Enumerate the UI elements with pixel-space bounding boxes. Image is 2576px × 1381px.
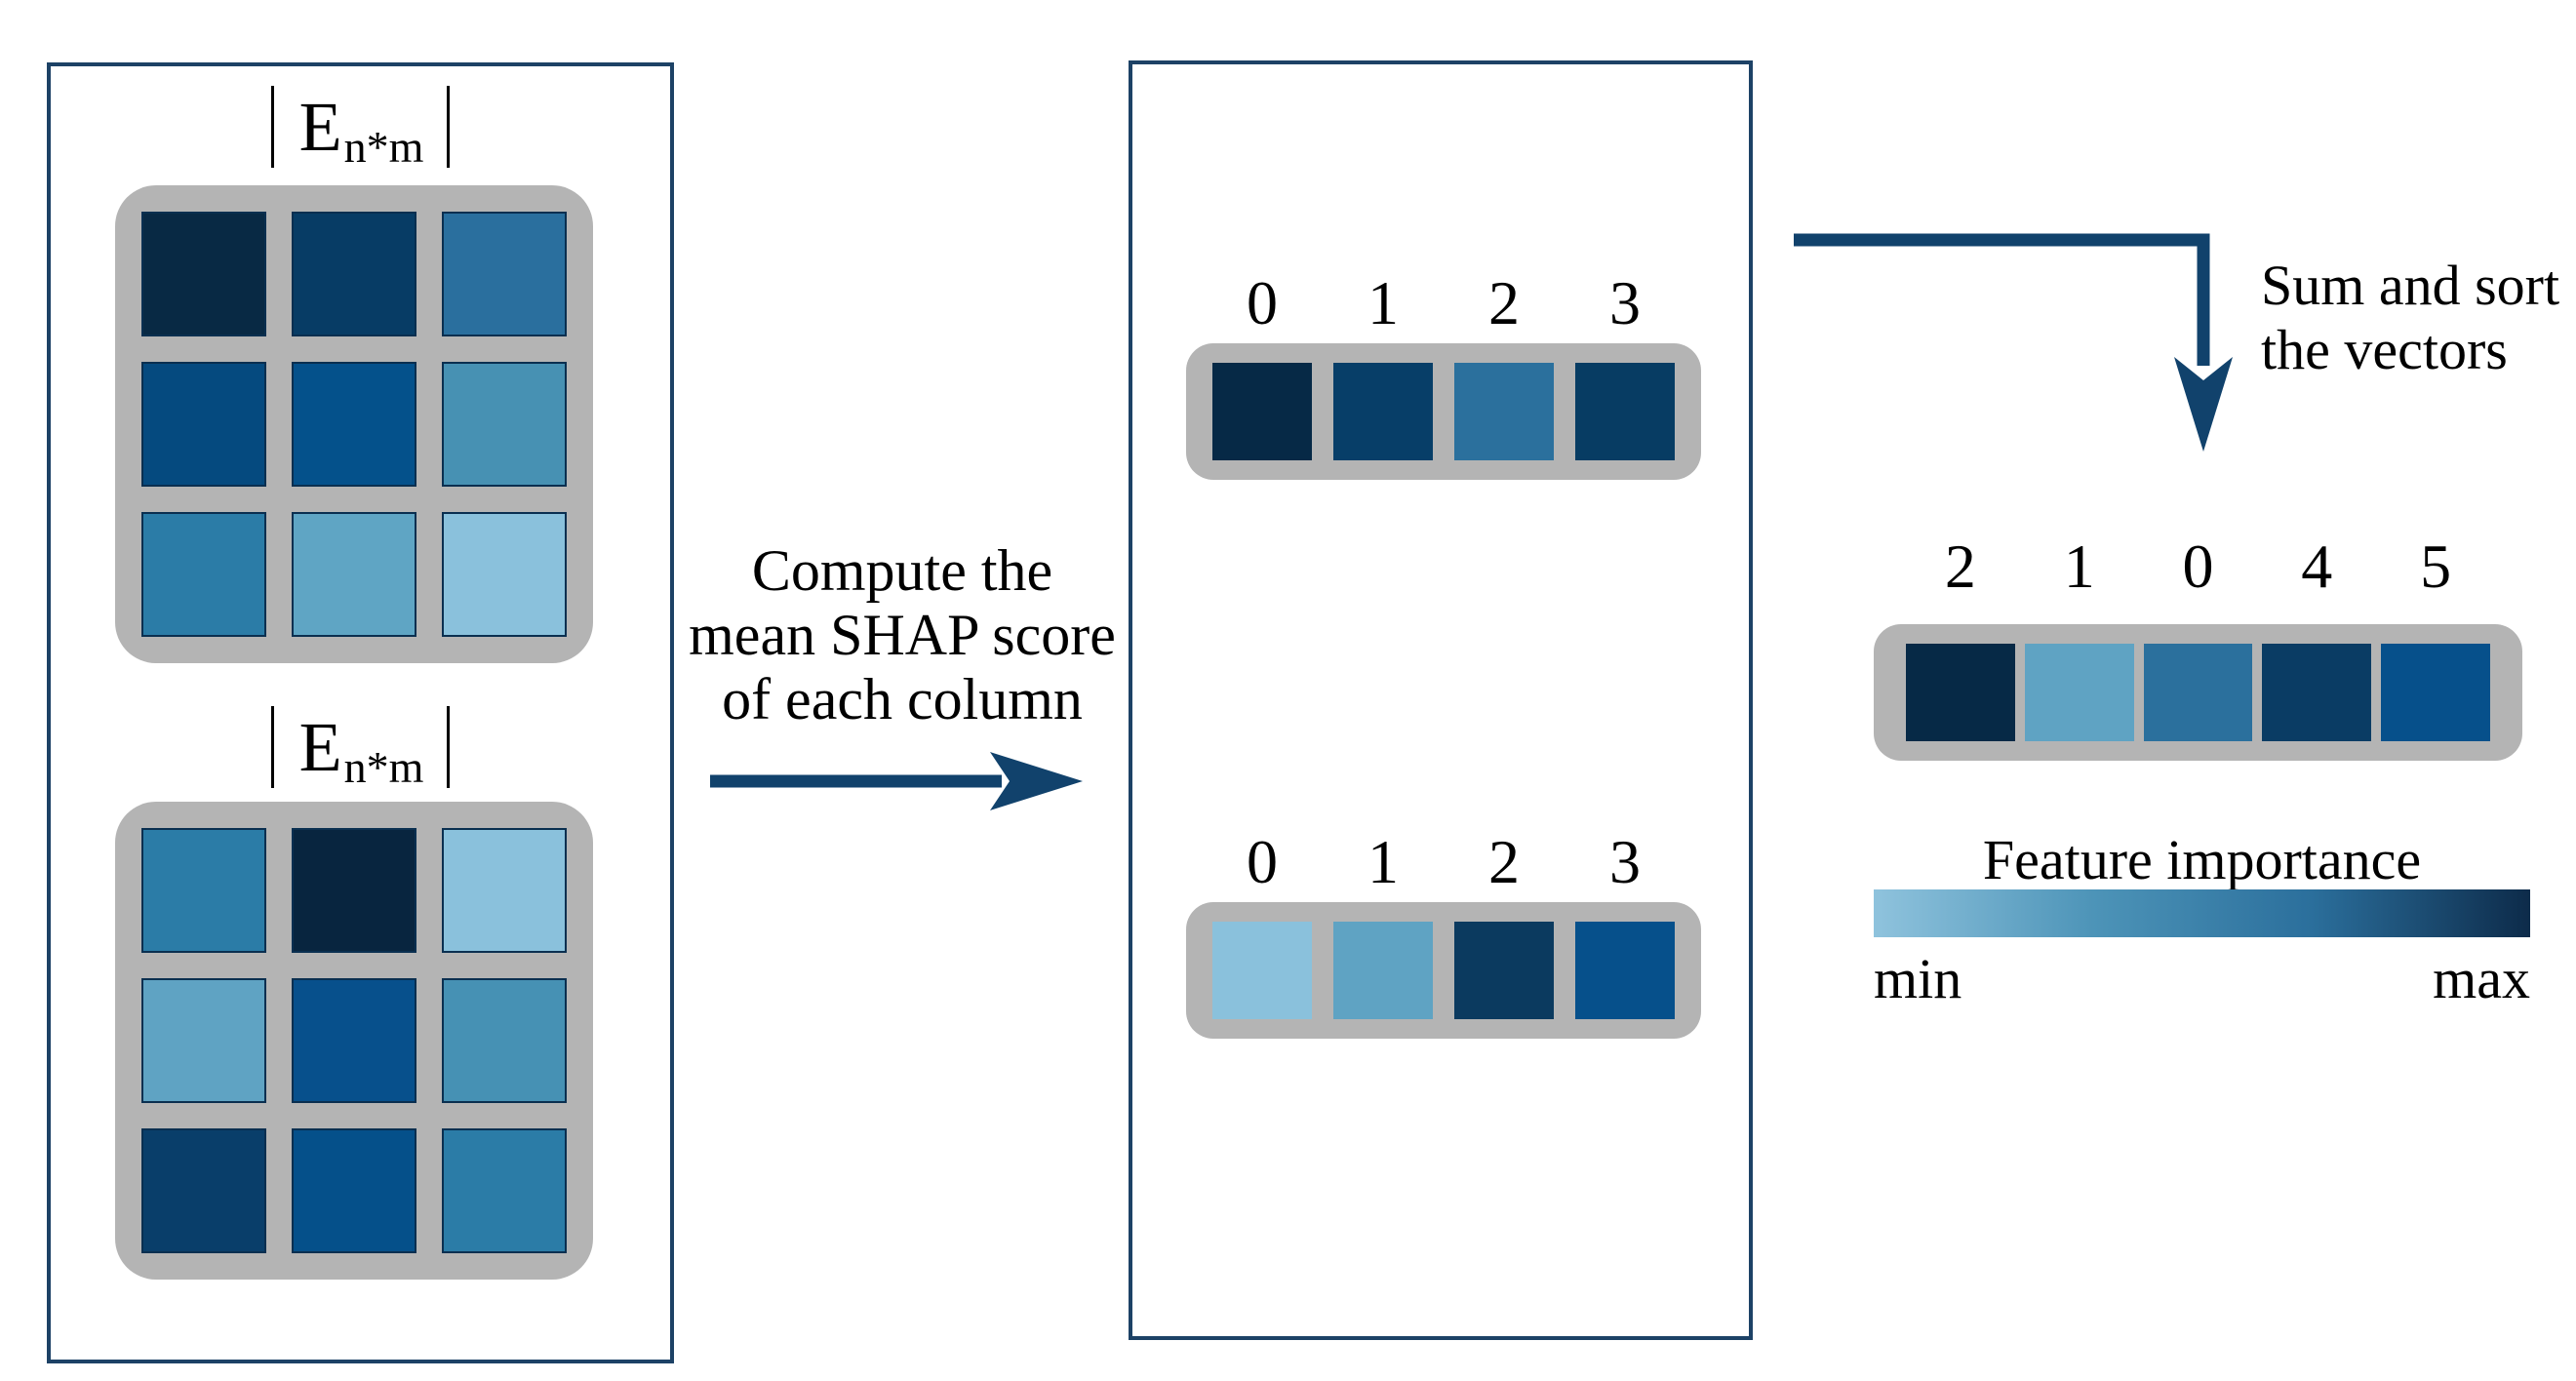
note-line: Sum and sort (2261, 254, 2560, 317)
vector-cell (2381, 644, 2490, 741)
vector-cell (1575, 922, 1675, 1019)
absolute-value-bar (447, 86, 451, 168)
mean-vectors-panel (1129, 60, 1753, 1340)
sum-sort-note: Sum and sort the vectors (2261, 254, 2559, 382)
mean-shap-vector-2 (1186, 902, 1701, 1039)
shap-matrix-1 (115, 185, 593, 663)
matrix-cell (442, 362, 567, 487)
vector-index-label: 5 (2420, 532, 2452, 601)
matrix-cell (292, 978, 416, 1103)
matrix-cell (292, 828, 416, 953)
compute-mean-caption: Compute the mean SHAP score of each colu… (683, 538, 1122, 731)
vector-cell (2143, 644, 2253, 741)
sorted-feature-vector (1874, 624, 2522, 761)
vector-cell (2262, 644, 2372, 741)
vector-index-label: 1 (1367, 268, 1399, 337)
vector-cell (1212, 922, 1312, 1019)
legend-title: Feature importance (1982, 828, 2422, 891)
vector-index-label: 1 (1367, 827, 1399, 896)
matrix-cell (292, 362, 416, 487)
matrix-cell (141, 978, 266, 1103)
legend-max-label: max (2433, 947, 2530, 1010)
matrix-subscript: n*m (343, 121, 424, 172)
right-arrow (710, 752, 1083, 810)
vector-1-indices: 0 1 2 3 (1212, 269, 1675, 337)
vector-index-label: 0 (2182, 532, 2214, 601)
vector-cell (1212, 363, 1312, 460)
matrix-cell (141, 512, 266, 637)
matrix-symbol: En*m (298, 707, 424, 792)
vector-cell (1454, 922, 1554, 1019)
matrix-cell (292, 1128, 416, 1253)
shap-matrix-2 (115, 802, 593, 1280)
absolute-value-bar (270, 86, 274, 168)
vector-index-label: 2 (1488, 268, 1520, 337)
caption-line: of each column (722, 667, 1083, 731)
matrix-cell (292, 212, 416, 336)
sorted-vector-indices: 2 1 0 4 5 (1906, 533, 2490, 601)
vector-2-indices: 0 1 2 3 (1212, 828, 1675, 896)
vector-index-label: 4 (2301, 532, 2333, 601)
vector-cell (1906, 644, 2015, 741)
matrix-cell (442, 212, 567, 336)
vector-cell (1333, 363, 1433, 460)
matrix-cell (442, 978, 567, 1103)
matrix-cell (141, 212, 266, 336)
note-line: the vectors (2261, 318, 2508, 381)
vector-cell (1333, 922, 1433, 1019)
matrix-cell (442, 1128, 567, 1253)
caption-line: mean SHAP score (689, 603, 1116, 667)
matrix-cell (442, 512, 567, 637)
matrix-2-label: En*m (47, 706, 674, 792)
mean-shap-vector-1 (1186, 343, 1701, 480)
matrix-symbol: En*m (298, 87, 424, 172)
vector-cell (1454, 363, 1554, 460)
sum-sort-elbow-arrow (1794, 233, 2233, 452)
matrix-1-label: En*m (47, 86, 674, 172)
vector-index-label: 2 (1944, 532, 1976, 601)
matrix-cell (292, 512, 416, 637)
absolute-value-bar (270, 706, 274, 788)
vector-cell (2024, 644, 2134, 741)
vector-index-label: 3 (1609, 268, 1641, 337)
caption-line: Compute the (751, 538, 1053, 603)
legend-minmax-row: min max (1874, 946, 2530, 1011)
matrix-cell (141, 1128, 266, 1253)
matrix-subscript: n*m (343, 741, 424, 792)
matrix-cell (141, 828, 266, 953)
matrix-cell (442, 828, 567, 953)
feature-importance-gradient-bar (1874, 889, 2530, 937)
vector-index-label: 3 (1609, 827, 1641, 896)
vector-index-label: 1 (2063, 532, 2095, 601)
vector-index-label: 0 (1247, 827, 1278, 896)
absolute-value-bar (447, 706, 451, 788)
matrix-cell (141, 362, 266, 487)
vector-index-label: 0 (1247, 268, 1278, 337)
vector-cell (1575, 363, 1675, 460)
vector-index-label: 2 (1488, 827, 1520, 896)
legend-min-label: min (1874, 947, 1962, 1010)
